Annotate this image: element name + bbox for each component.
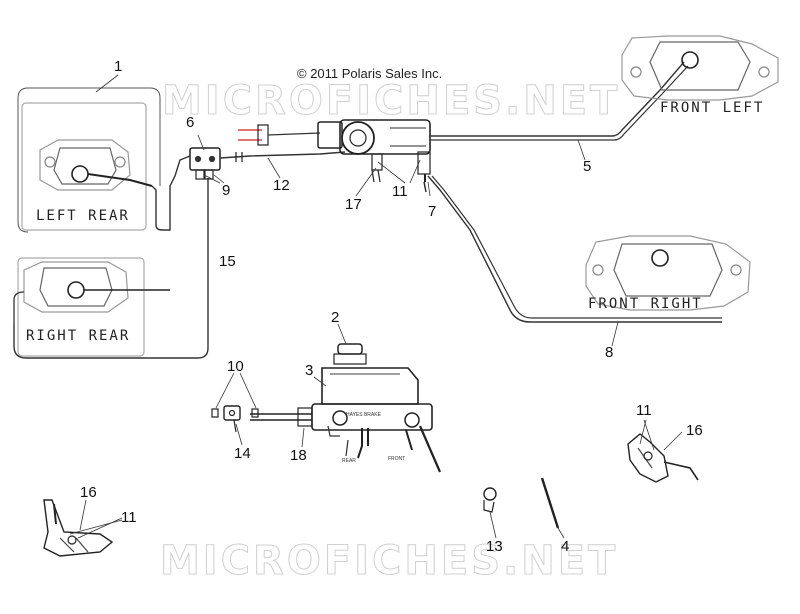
- brake-line-8: [427, 175, 722, 323]
- callout-9: 9: [222, 182, 231, 199]
- watermark-top: MICROFICHES.NET: [161, 78, 621, 125]
- master-cylinder-main: [250, 343, 442, 473]
- callout-12: 12: [273, 177, 290, 194]
- callout-14: 14: [234, 445, 251, 462]
- callout-10: 10: [227, 358, 244, 375]
- brake-line-5: [430, 61, 685, 137]
- label-front-left: FRONT LEFT: [660, 100, 765, 116]
- callout-6: 6: [186, 114, 195, 131]
- callout-15: 15: [219, 253, 236, 270]
- brake-line-1: [151, 155, 191, 231]
- front-right-caliper: [585, 235, 751, 311]
- callout-11-top: 11: [392, 183, 408, 200]
- brake-line-1-loop: [17, 87, 161, 233]
- callout-1: 1: [114, 58, 123, 75]
- label-front-right: FRONT RIGHT: [588, 296, 703, 312]
- banjo-fitting: [483, 487, 497, 513]
- left-rear-caliper: [21, 102, 153, 231]
- bleeder-screw: [540, 477, 560, 529]
- watermark-bottom: MICROFICHES.NET: [159, 538, 619, 585]
- port-label-rear: REAR: [342, 458, 356, 464]
- callout-18: 18: [290, 447, 307, 464]
- callout-11-bottom: 11: [121, 509, 137, 526]
- callout-16-bottom: 16: [80, 484, 97, 501]
- leader-lines: [69, 74, 683, 539]
- callout-13: 13: [486, 538, 503, 555]
- label-right-rear: RIGHT REAR: [26, 328, 131, 344]
- callout-3: 3: [305, 362, 314, 379]
- copyright-text: © 2011 Polaris Sales Inc.: [297, 66, 443, 81]
- master-cylinder-top: [238, 119, 431, 182]
- brake-line-15: [13, 178, 209, 359]
- callout-11-right: 11: [636, 402, 652, 419]
- callout-17: 17: [345, 196, 362, 213]
- right-small-caliper: [627, 433, 699, 483]
- brake-line-12: [219, 151, 346, 159]
- callout-8: 8: [605, 344, 614, 361]
- clevis-pin: [211, 405, 259, 433]
- callout-4: 4: [561, 538, 570, 555]
- label-left-rear: LEFT REAR: [36, 208, 130, 224]
- right-rear-caliper: [13, 257, 170, 357]
- callout-5: 5: [583, 158, 592, 175]
- callout-7: 7: [428, 203, 437, 220]
- bottom-left-caliper: [43, 499, 114, 557]
- front-left-caliper: [621, 35, 779, 101]
- master-cylinder-brand: HAYES BRAKE: [346, 412, 381, 418]
- port-label-front: FRONT: [388, 456, 406, 462]
- callout-2: 2: [331, 309, 340, 326]
- callout-16-right: 16: [686, 422, 703, 439]
- junction-block: [189, 147, 221, 180]
